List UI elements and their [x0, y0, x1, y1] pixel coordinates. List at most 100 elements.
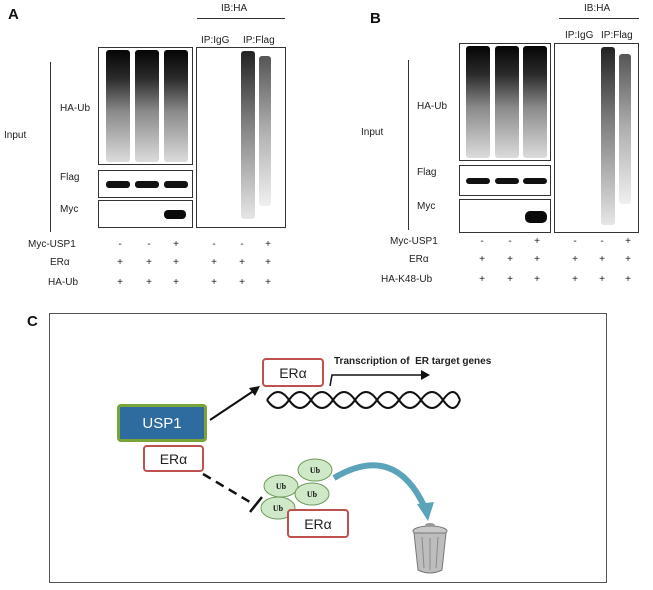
- usp1-to-dna-arrowhead: [249, 386, 260, 396]
- ub-label: Ub: [307, 490, 318, 499]
- condition-sign: +: [507, 254, 513, 265]
- condition-sign: -: [147, 239, 151, 250]
- panel-a-ip-igg-label: IP:IgG: [201, 35, 230, 46]
- era-bound-label: ERα: [159, 450, 188, 467]
- panel-b-ip-igg-label: IP:IgG: [565, 30, 594, 41]
- dna-helix: [266, 391, 461, 409]
- panel-a-cond-myc-usp1: Myc-USP1: [28, 239, 76, 250]
- degradation-arrow: [332, 462, 428, 510]
- panel-a-myc-label: Myc: [60, 204, 79, 215]
- condition-sign: -: [212, 239, 216, 250]
- condition-sign: +: [599, 274, 605, 285]
- era-box-bound: ERα: [143, 445, 204, 472]
- panel-b-myc-label: Myc: [417, 201, 436, 212]
- condition-sign: +: [479, 274, 485, 285]
- ub-label: Ub: [273, 504, 284, 513]
- panel-b-ip-blot: [554, 43, 639, 233]
- condition-sign: -: [480, 236, 484, 247]
- ub-cluster: [260, 458, 333, 520]
- condition-sign: +: [239, 277, 245, 288]
- condition-sign: +: [173, 257, 179, 268]
- condition-sign: +: [117, 277, 123, 288]
- degradation-arrowhead: [417, 502, 434, 521]
- condition-sign: -: [118, 239, 122, 250]
- panel-a-input-bracket: [50, 62, 51, 232]
- condition-sign: +: [534, 274, 540, 285]
- condition-sign: +: [572, 254, 578, 265]
- panel-a-ib-underline: [197, 18, 285, 19]
- ub-chain-icon: [294, 482, 330, 506]
- panel-b-input-bracket: [408, 60, 409, 230]
- panel-a-letter: A: [8, 6, 19, 23]
- condition-sign: +: [211, 257, 217, 268]
- ub-chain-icon: [297, 458, 333, 482]
- panel-b-ib-label: IB:HA: [584, 3, 611, 14]
- panel-b-haub-label: HA-Ub: [417, 101, 448, 112]
- condition-sign: +: [479, 254, 485, 265]
- condition-sign: +: [534, 236, 540, 247]
- usp1-box: USP1: [117, 404, 207, 442]
- transcription-label: Transcription of ER target genes: [334, 356, 492, 367]
- condition-sign: +: [625, 254, 631, 265]
- panel-a-ib-label: IB:HA: [221, 3, 248, 14]
- panel-a-input-haub-blot: [98, 47, 193, 165]
- ub-chain-icon: [260, 496, 296, 520]
- condition-sign: +: [173, 277, 179, 288]
- condition-sign: +: [265, 257, 271, 268]
- panel-b-input-flag-blot: [459, 165, 551, 196]
- condition-sign: +: [265, 277, 271, 288]
- transcription-arrow: [329, 374, 427, 387]
- usp1-to-dna-arrow: [209, 389, 256, 421]
- condition-sign: +: [146, 277, 152, 288]
- panel-b-cond-ha-k48-ub: HA-K48-Ub: [381, 274, 433, 285]
- condition-sign: -: [600, 236, 604, 247]
- condition-sign: +: [146, 257, 152, 268]
- condition-sign: -: [240, 239, 244, 250]
- panel-b-ib-underline: [559, 18, 639, 19]
- condition-sign: +: [507, 274, 513, 285]
- panel-c-schematic-frame: [49, 313, 607, 583]
- ub-label: Ub: [276, 482, 287, 491]
- panel-b-flag-label: Flag: [417, 167, 437, 178]
- condition-sign: -: [508, 236, 512, 247]
- ub-label: Ub: [310, 466, 321, 475]
- condition-sign: +: [534, 254, 540, 265]
- condition-sign: +: [117, 257, 123, 268]
- era-box-dna: ERα: [262, 358, 324, 387]
- panel-a-input-label: Input: [4, 130, 27, 141]
- panel-b-letter: B: [370, 10, 381, 27]
- panel-a-cond-era: ERα: [50, 257, 70, 268]
- era-ub-label: ERα: [304, 515, 332, 532]
- condition-sign: +: [265, 239, 271, 250]
- condition-sign: -: [573, 236, 577, 247]
- usp1-label: USP1: [142, 414, 182, 432]
- panel-a-flag-label: Flag: [60, 172, 80, 183]
- panel-a-ip-flag-label: IP:Flag: [243, 35, 275, 46]
- inhibition-dashed-line: [202, 472, 256, 507]
- condition-sign: +: [572, 274, 578, 285]
- panel-a-cond-haub: HA-Ub: [48, 277, 79, 288]
- condition-sign: +: [239, 257, 245, 268]
- transcription-arrowhead: [421, 370, 430, 380]
- condition-sign: +: [599, 254, 605, 265]
- panel-b-cond-myc-usp1: Myc-USP1: [390, 236, 438, 247]
- condition-sign: +: [173, 239, 179, 250]
- panel-c-letter: C: [27, 313, 38, 330]
- condition-sign: +: [625, 236, 631, 247]
- condition-sign: +: [211, 277, 217, 288]
- panel-a-ip-blot: [196, 47, 286, 228]
- panel-b-input-haub-blot: [459, 43, 551, 161]
- condition-sign: +: [625, 274, 631, 285]
- panel-b-input-label: Input: [361, 127, 384, 138]
- trash-can-icon: [412, 523, 448, 574]
- panel-a-input-myc-blot: [98, 200, 193, 228]
- panel-a-haub-label: HA-Ub: [60, 103, 91, 114]
- era-box-ubiquitinated: ERα: [287, 509, 349, 538]
- panel-b-ip-flag-label: IP:Flag: [601, 30, 633, 41]
- panel-b-cond-era: ERα: [409, 254, 429, 265]
- panel-b-input-myc-blot: [459, 199, 551, 233]
- inhibition-bar: [249, 496, 263, 513]
- panel-a-input-flag-blot: [98, 170, 193, 198]
- era-dna-label: ERα: [279, 364, 307, 381]
